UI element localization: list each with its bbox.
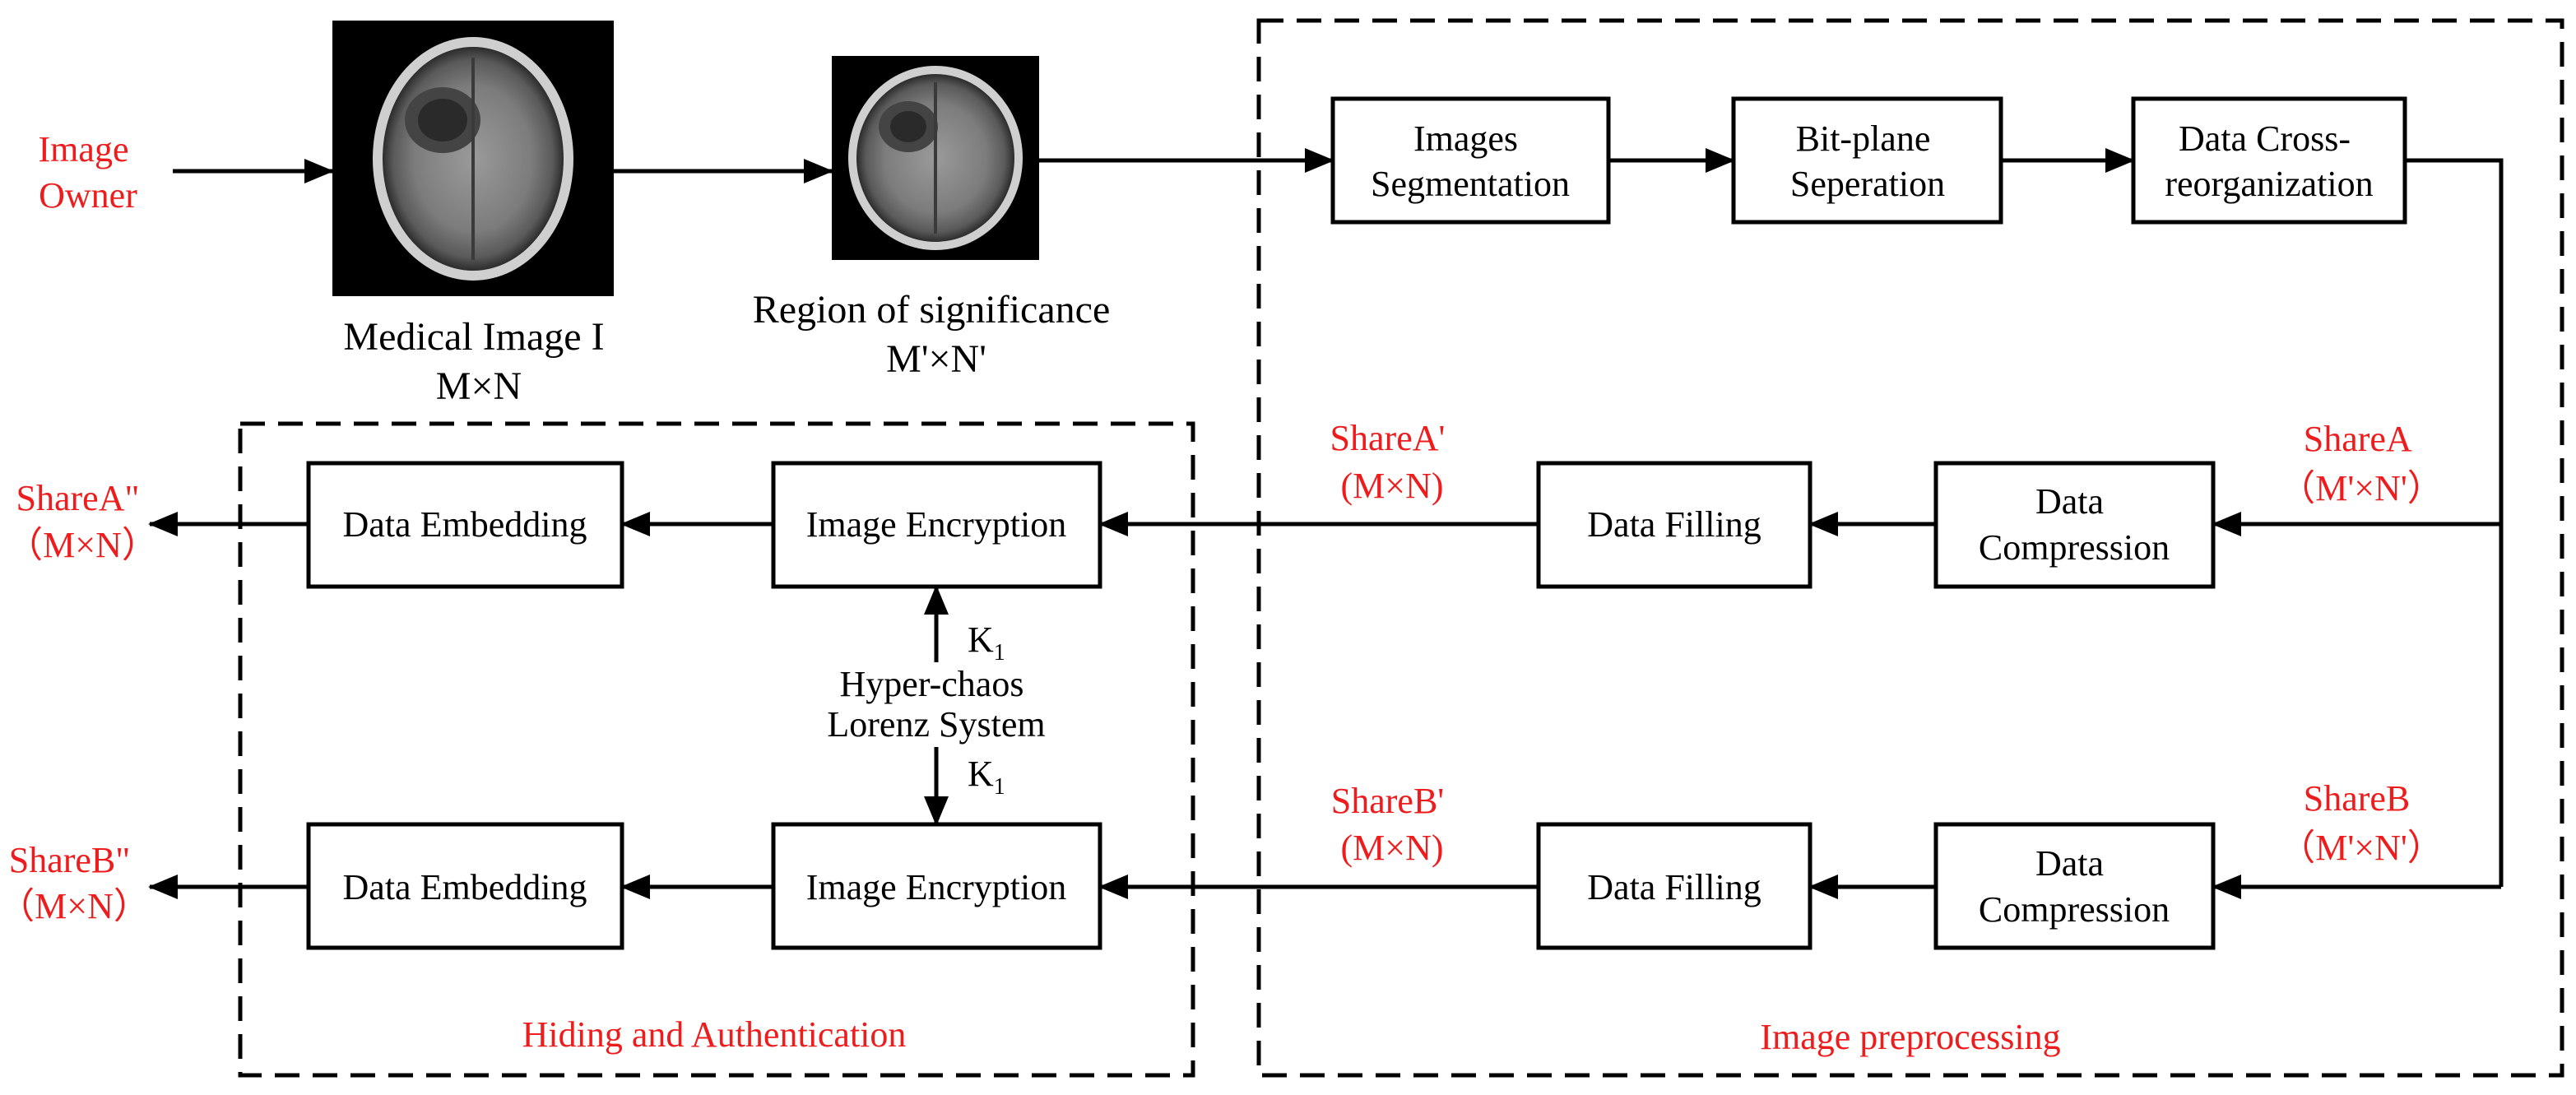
chaos-system-label: Hyper-chaos Lorenz System — [827, 664, 1045, 745]
cross-to-trunk-line — [2405, 158, 2504, 887]
key-k1-top-label: K1 — [968, 619, 1005, 666]
share-a-label: ShareA （M'×N'） — [2279, 419, 2444, 508]
hiding-group-label: Hiding and Authentication — [522, 1014, 907, 1055]
hiding-group-border — [238, 421, 1195, 1078]
cross-reorganization-box — [2131, 96, 2407, 225]
encryption-a-box — [771, 461, 1102, 589]
cross-reorganization-label: Data Cross- reorganization — [2165, 118, 2373, 204]
key-k1-bottom-label: K1 — [968, 754, 1005, 800]
share-a-prime-label: ShareA' (M×N) — [1330, 418, 1455, 506]
compression-a-box — [1933, 461, 2216, 589]
segmentation-label: Images Segmentation — [1371, 118, 1570, 204]
bitplane-label: Bit-plane Seperation — [1790, 118, 1945, 204]
brain-mri-scan-image — [332, 21, 614, 296]
share-b-double-prime-label: ShareB" （M×N） — [0, 840, 150, 926]
preprocessing-group-border — [1256, 18, 2564, 1078]
filling-b-label: Data Filling — [1587, 867, 1761, 907]
filling-a-label: Data Filling — [1587, 504, 1761, 545]
preprocessing-group-label: Image preprocessing — [1760, 1017, 2060, 1057]
compression-b-box — [1933, 822, 2216, 950]
share-a-double-prime-label: ShareA" （M×N） — [7, 478, 158, 565]
filling-b-box — [1536, 822, 1812, 950]
encryption-a-label: Image Encryption — [806, 504, 1066, 545]
embedding-a-box — [306, 461, 624, 589]
embedding-b-box — [306, 822, 624, 950]
embedding-b-label: Data Embedding — [343, 867, 587, 907]
filling-a-box — [1536, 461, 1812, 589]
image-owner-label: Image Owner — [39, 129, 138, 216]
compression-a-label: Data Compression — [1979, 481, 2170, 568]
bitplane-box — [1731, 96, 2003, 225]
embedding-a-label: Data Embedding — [343, 504, 587, 545]
encryption-b-box — [771, 822, 1102, 950]
share-b-label: ShareB （M'×N'） — [2279, 778, 2444, 868]
region-caption: Region of significance M'×N' — [753, 288, 1121, 381]
encryption-b-label: Image Encryption — [806, 867, 1066, 907]
brain-mri-region-image — [832, 56, 1039, 260]
compression-b-label: Data Compression — [1979, 843, 2170, 930]
medical-image-caption: Medical Image I M×N — [343, 315, 614, 408]
share-b-prime-label: ShareB' (M×N) — [1331, 781, 1453, 868]
